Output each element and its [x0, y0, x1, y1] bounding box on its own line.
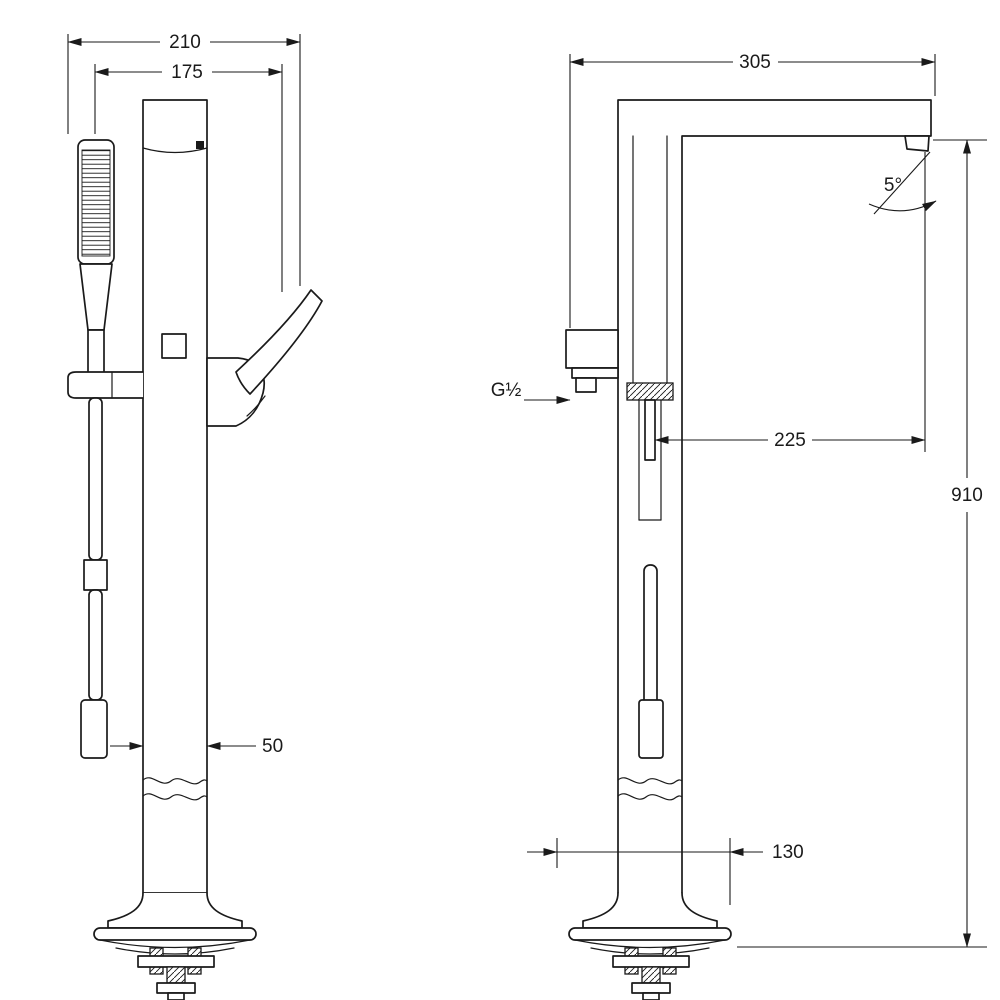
dim-label-column-width: 50 [262, 736, 283, 757]
hose-coupling [83, 559, 108, 591]
side-internal-slot [643, 564, 658, 721]
side-break-line [617, 793, 683, 801]
lever-detail-line [246, 395, 266, 417]
side-base-dome-arc [574, 939, 726, 949]
mounting-bolt-tip [642, 992, 660, 1000]
dim-label-connection: G½ [491, 380, 522, 401]
diverter-nut [626, 382, 674, 401]
g-half-connection-stub [575, 377, 597, 393]
mounting-bar [612, 955, 690, 968]
front-break-line [142, 793, 208, 801]
mounting-bolt-tip [167, 992, 185, 1000]
diverter-button [161, 333, 187, 359]
mounting-bolt [166, 966, 186, 984]
front-base-dome-arc [99, 939, 251, 949]
side-holder-shelf [565, 329, 619, 369]
side-view [565, 99, 932, 1000]
angle-reference-line [873, 151, 931, 215]
dim-label-inner-width: 175 [171, 62, 203, 83]
dim-label-height: 910 [951, 485, 983, 506]
hand-shower-stem [87, 329, 105, 375]
mounting-nut [631, 982, 671, 994]
side-column-and-spout-arm [617, 99, 932, 894]
side-dimensions: 305 5° G½ 225 910 130 [491, 52, 987, 948]
side-break-line [617, 777, 683, 785]
dim-label-base-offset: 130 [772, 842, 804, 863]
side-base-plate [568, 927, 732, 941]
shower-holder-bracket [67, 371, 144, 399]
side-base-flare [582, 892, 718, 929]
mounting-bolt [641, 966, 661, 984]
side-base-dome-arc [590, 947, 710, 955]
front-dimensions: 210 175 50 [67, 32, 301, 757]
front-base-flare [107, 892, 243, 929]
dim-label-depth: 305 [739, 52, 771, 73]
side-lower-fitting [638, 699, 664, 759]
dim-label-spout-angle: 5° [884, 175, 902, 196]
front-base-dome-arc [115, 947, 235, 955]
angle-arc-arrow [868, 200, 937, 212]
front-cap-line [142, 147, 208, 154]
front-base-plate [93, 927, 257, 941]
front-column [142, 99, 208, 894]
dim-label-spout-reach: 225 [774, 430, 806, 451]
front-break-line [142, 777, 208, 785]
hand-shower-grip-texture [81, 149, 111, 257]
hand-shower-taper [79, 263, 113, 331]
front-view [67, 99, 323, 1000]
hose-end-fitting [80, 699, 108, 759]
front-cap-detail [196, 141, 204, 149]
shower-hose-upper [88, 397, 103, 561]
shower-hose-lower [88, 589, 103, 701]
mounting-nut [156, 982, 196, 994]
spout-outlet [904, 135, 930, 152]
side-holder-lip [571, 367, 619, 379]
diverter-rod [644, 399, 656, 461]
dim-label-overall-width: 210 [169, 32, 201, 53]
mounting-bar [137, 955, 215, 968]
mixer-lever-handle [235, 289, 323, 395]
